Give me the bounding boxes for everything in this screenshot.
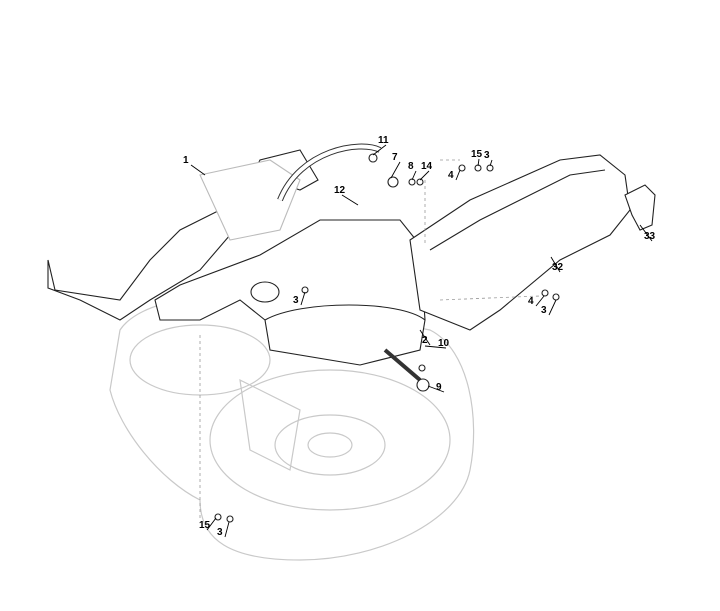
leader-line <box>477 158 480 167</box>
leader-line <box>419 170 430 181</box>
callout-9: 9 <box>436 382 442 393</box>
callout-4: 4 <box>448 170 454 181</box>
leader-line <box>427 385 445 393</box>
callout-4: 4 <box>528 296 534 307</box>
leader-line <box>300 291 306 306</box>
callout-32: 32 <box>552 262 564 273</box>
callout-1: 1 <box>183 155 189 166</box>
leader-line <box>548 299 557 316</box>
part-33-bracket <box>624 184 656 231</box>
callout-33: 33 <box>644 231 656 242</box>
hardware-fasteners <box>214 153 560 523</box>
callout-3: 3 <box>293 295 299 306</box>
callout-8: 8 <box>408 161 414 172</box>
part-1-chute-frame <box>47 149 319 321</box>
leader-line <box>639 224 653 242</box>
leader-line <box>489 159 493 167</box>
callout-3: 3 <box>217 527 223 538</box>
part-32-duct <box>409 154 631 331</box>
leader-line <box>550 256 561 273</box>
callout-7: 7 <box>392 152 398 163</box>
callout-15: 15 <box>471 149 483 160</box>
leader-line <box>535 295 545 307</box>
leader-line <box>224 521 230 538</box>
leader-line <box>390 161 401 179</box>
callout-15: 15 <box>199 520 211 531</box>
callout-2: 2 <box>422 335 428 346</box>
callout-11: 11 <box>378 135 389 146</box>
leader-line <box>419 329 431 346</box>
callout-10: 10 <box>438 338 450 349</box>
leader-line <box>455 169 461 181</box>
part-2-housing <box>154 143 426 366</box>
leader-line <box>190 164 206 176</box>
leader-line <box>206 517 217 531</box>
leader-line <box>372 144 387 156</box>
callout-3: 3 <box>484 150 490 161</box>
leader-line <box>411 170 417 181</box>
callout-12: 12 <box>334 185 346 196</box>
callout-14: 14 <box>421 161 433 172</box>
alignment-line <box>439 295 541 301</box>
callout-3: 3 <box>541 305 547 316</box>
part-9-10-connector <box>383 348 430 392</box>
leader-line <box>424 345 447 349</box>
leader-line <box>341 194 359 206</box>
